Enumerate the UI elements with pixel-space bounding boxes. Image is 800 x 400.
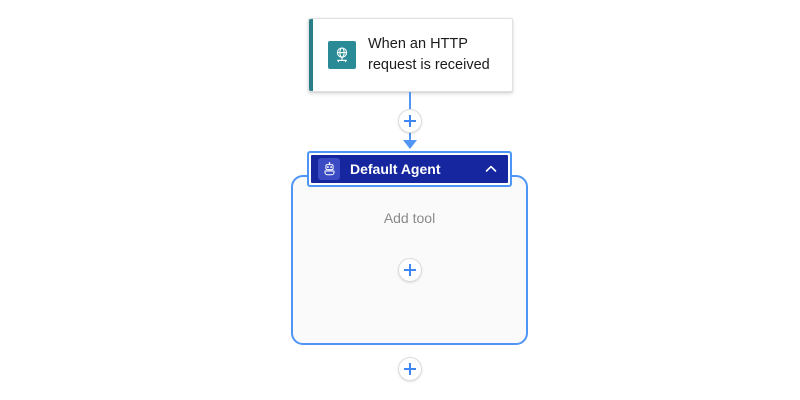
trigger-card-label: When an HTTP request is received	[368, 36, 490, 73]
connector-arrowhead-icon	[403, 140, 417, 149]
chevron-up-icon[interactable]	[484, 162, 498, 176]
add-tool-button[interactable]	[398, 258, 422, 282]
agent-header-selection-ring: Default Agent	[307, 151, 512, 187]
robot-agent-icon	[318, 158, 340, 180]
add-step-button-top[interactable]	[398, 109, 422, 133]
agent-title: Default Agent	[350, 161, 441, 177]
add-tool-label: Add tool	[383, 210, 436, 226]
http-globe-icon	[328, 41, 356, 69]
trigger-card-http-request[interactable]: When an HTTP request is received	[308, 18, 513, 92]
trigger-accent-bar	[309, 19, 313, 91]
add-step-button-bottom[interactable]	[398, 357, 422, 381]
agent-header-default-agent[interactable]: Default Agent	[311, 155, 508, 183]
